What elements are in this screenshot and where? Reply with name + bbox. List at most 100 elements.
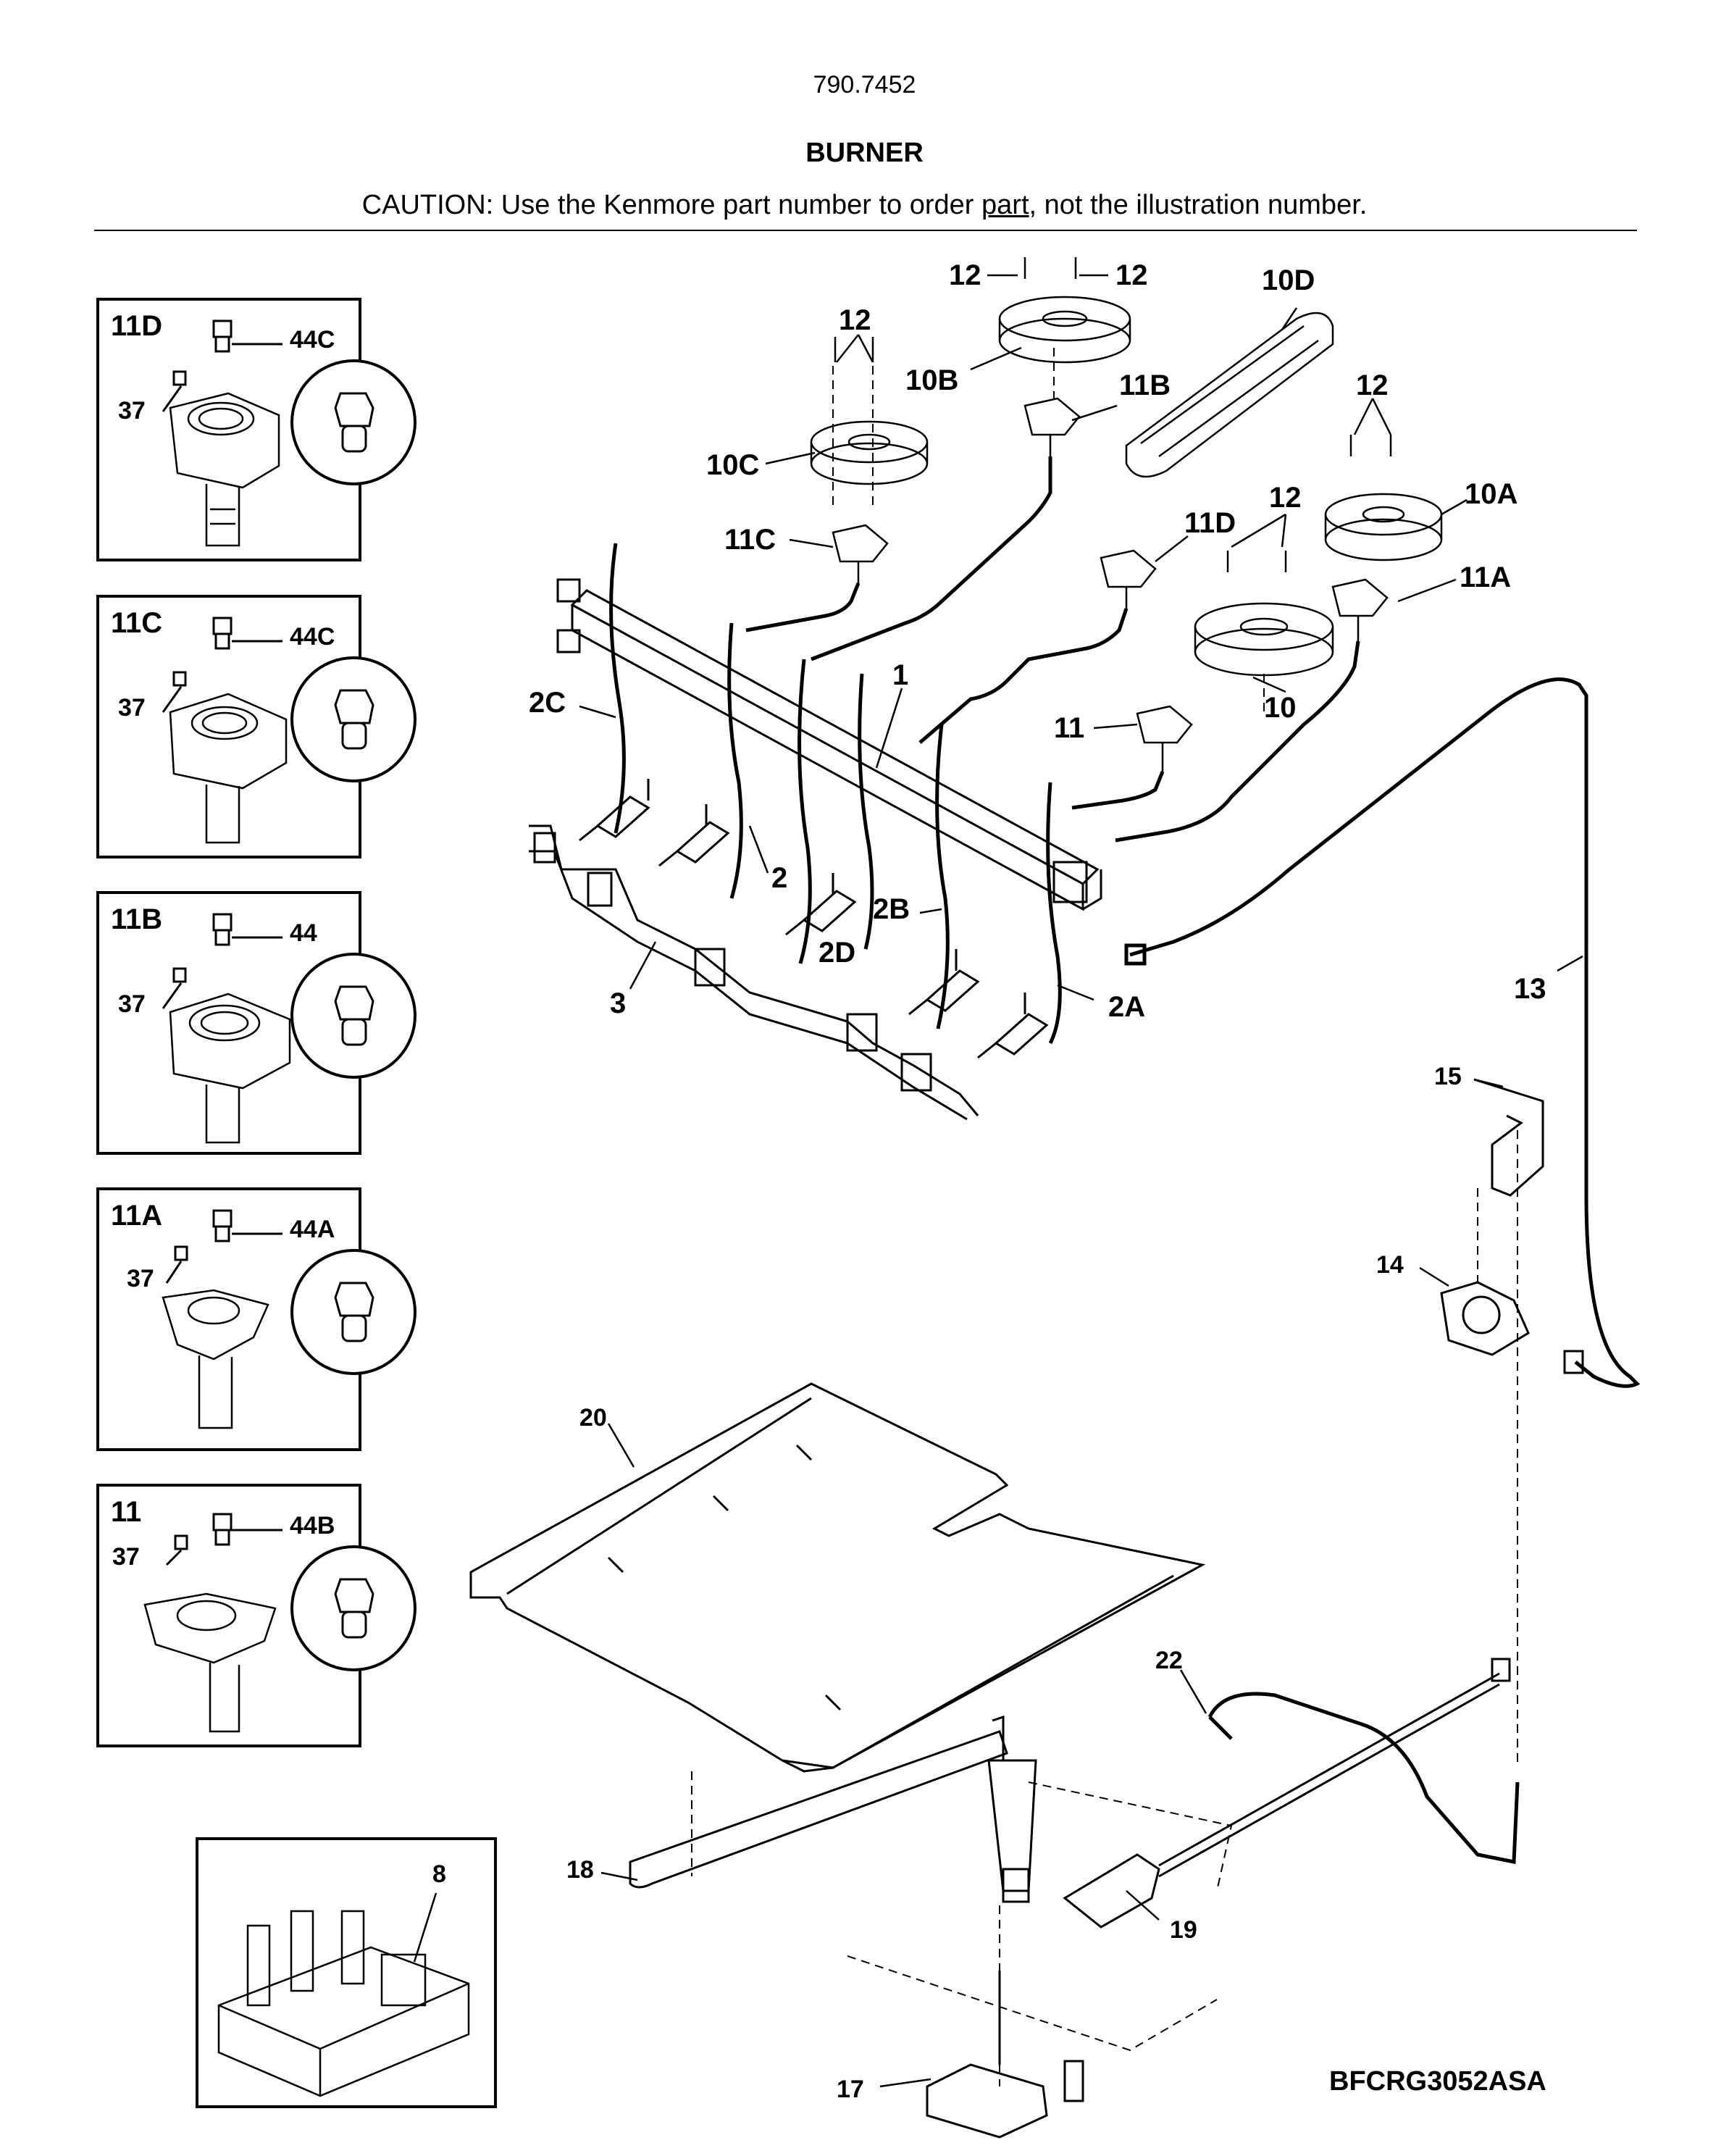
heat-shield-20 [469,1382,1206,1773]
valve-group-brackets [609,543,1062,1045]
screw-icon [165,1245,188,1284]
screw-icon [162,967,187,1009]
callout-2D: 2D [819,937,855,969]
caution-text-end: , not the illustration number. [1029,190,1368,220]
leader-lines [579,274,1583,2088]
callout-18: 18 [566,1856,594,1884]
orifice-detail-circle [290,656,416,782]
orifice-detail-circle [290,953,416,1079]
inset-id: 11 [111,1496,141,1528]
burner-head-10C [810,420,929,485]
callout-15: 15 [1434,1063,1462,1090]
callout-12: 12 [949,259,981,291]
header-rule [94,230,1637,231]
igniter-callout: 8 [432,1860,446,1888]
callout-2C: 2C [529,687,566,719]
gas-safety-valve [926,1971,1084,2139]
cap-callout: 44C [290,623,335,651]
burner-base-11D [1100,549,1157,609]
regulator-bracket [1473,1078,1544,1197]
callout-20: 20 [579,1404,607,1432]
callout-13: 13 [1514,973,1546,1005]
manifold-pipe [556,578,1102,911]
oven-burner-tube [629,1715,1037,1903]
orifice-icon [334,985,374,1046]
burner-head-10D [1125,312,1334,478]
orifice-icon [334,1282,374,1342]
callout-11C: 11C [724,524,776,556]
burner-head-10 [1194,602,1334,677]
inset-11D: 11D 44C 37 47 [96,298,416,561]
callout-11D: 11D [1184,507,1236,539]
cap-icon [212,1513,282,1546]
callout-12: 12 [1269,482,1302,514]
orifice-icon [334,392,374,453]
pressure-regulator [1440,1281,1584,1374]
orifice-detail-circle [290,1249,416,1375]
screw-icon [162,671,187,713]
callout-11: 11 [1054,712,1084,744]
diagram-code: BFCRG3052ASA [1329,2066,1546,2097]
callout-11B: 11B [1119,369,1171,401]
callout-11A: 11A [1460,561,1511,593]
callout-17: 17 [837,2076,864,2103]
callout-1: 1 [892,659,908,691]
callout-2B: 2B [873,893,910,925]
model-number: 790.7452 [813,71,916,99]
callout-22: 22 [1155,1647,1183,1674]
valve-body-icon [169,392,280,547]
burner-head-10B [998,296,1131,364]
callout-19: 19 [1170,1916,1197,1944]
cap-callout: 44 [290,919,317,947]
screw-callout: 37 [112,1543,140,1571]
callout-10D: 10D [1262,264,1315,296]
inset-11: 11 44B 37 47 [96,1484,416,1747]
screw-callout: 37 [118,694,146,722]
callout-2: 2 [771,862,787,894]
caution-note: CAUTION: Use the Kenmore part number to … [0,190,1729,221]
screw-callout: 37 [118,990,146,1018]
orifice-detail-circle [290,359,416,485]
inset-id: 11A [111,1200,162,1232]
inset-id: 11D [111,310,162,342]
burner-base-11 [1136,705,1193,772]
screw-icon [165,1534,188,1566]
inset-11A: 11A 44A 37 47 [96,1187,416,1451]
callout-10A: 10A [1465,478,1517,510]
caution-part-link: part [981,190,1029,220]
spark-module-icon [217,1892,470,2097]
callout-2A: 2A [1108,991,1145,1023]
cap-callout: 44C [290,326,335,354]
manifold-bracket [529,824,979,1121]
burner-base-11B [1023,397,1081,456]
callout-12: 12 [839,304,871,336]
caution-text: CAUTION: Use the Kenmore part number to … [361,190,982,220]
burner-head-10A [1324,493,1443,561]
callout-10: 10 [1264,692,1297,724]
callout-12: 12 [1115,259,1148,291]
burner-base-11C [832,524,889,583]
inset-11C: 11C 44C 37 47 [96,595,416,858]
valve-body-icon [162,1289,269,1429]
cap-icon [212,617,282,650]
cap-callout: 44B [290,1512,335,1539]
inset-id: 11B [111,903,162,935]
burner-valves [579,779,1049,1059]
callout-10B: 10B [905,364,958,396]
valve-body-icon [169,693,288,844]
main-gas-tube [1124,677,1641,1388]
valve-body-icon [169,993,291,1144]
callout-10C: 10C [706,449,759,481]
oven-igniter [1063,1658,1511,1929]
orifice-icon [334,689,374,750]
orifice-icon [334,1578,374,1639]
callout-12: 12 [1356,369,1389,401]
callout-14: 14 [1376,1251,1404,1279]
screw-callout: 37 [127,1265,154,1292]
burner-screws [834,257,1392,572]
inset-igniter-module: 8 [196,1837,497,2108]
callout-3: 3 [610,987,626,1019]
cap-icon [212,913,282,946]
inset-id: 11C [111,607,162,639]
